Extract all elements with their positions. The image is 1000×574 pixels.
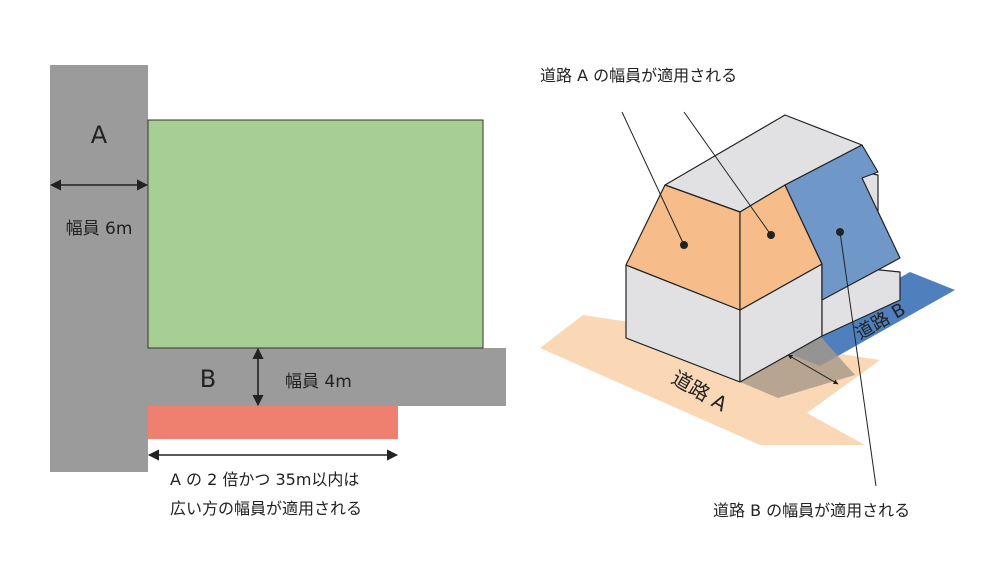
pointer-dot-b: [836, 228, 844, 236]
extension-note-line2: 広い方の幅員が適用される: [170, 499, 362, 518]
pointer-dot-a1: [680, 241, 688, 249]
leader-line-a1: [621, 111, 685, 246]
road-b-label: B: [200, 365, 216, 393]
road-a-label: A: [91, 121, 108, 149]
road-b-width-label: 幅員 4m: [285, 372, 352, 392]
callout-road-a: 道路 A の幅員が適用される: [540, 66, 737, 85]
pointer-dot-a2: [767, 231, 775, 239]
setback-dimension-arrow: [787, 354, 839, 385]
road-a-width-label: 幅員 6m: [66, 219, 133, 239]
isometric-view: 道路 A 道路 B 道路 A の幅員が適用される 道路 B の幅員が適用される: [540, 66, 955, 520]
road-b: [148, 348, 506, 406]
extension-zone: [148, 406, 398, 439]
site-lot: [147, 119, 484, 349]
leader-line-a2: [683, 111, 772, 236]
leader-line-b: [839, 231, 877, 487]
road-a: [50, 65, 148, 472]
extension-note-line1: A の 2 倍かつ 35m以内は: [170, 470, 359, 489]
slope-face-b: [784, 144, 901, 301]
plan-view: A 幅員 6m B 幅員 4m A の 2 倍かつ 35m以内は 広い方の幅員が…: [49, 65, 506, 518]
callout-road-b: 道路 B の幅員が適用される: [713, 501, 910, 520]
